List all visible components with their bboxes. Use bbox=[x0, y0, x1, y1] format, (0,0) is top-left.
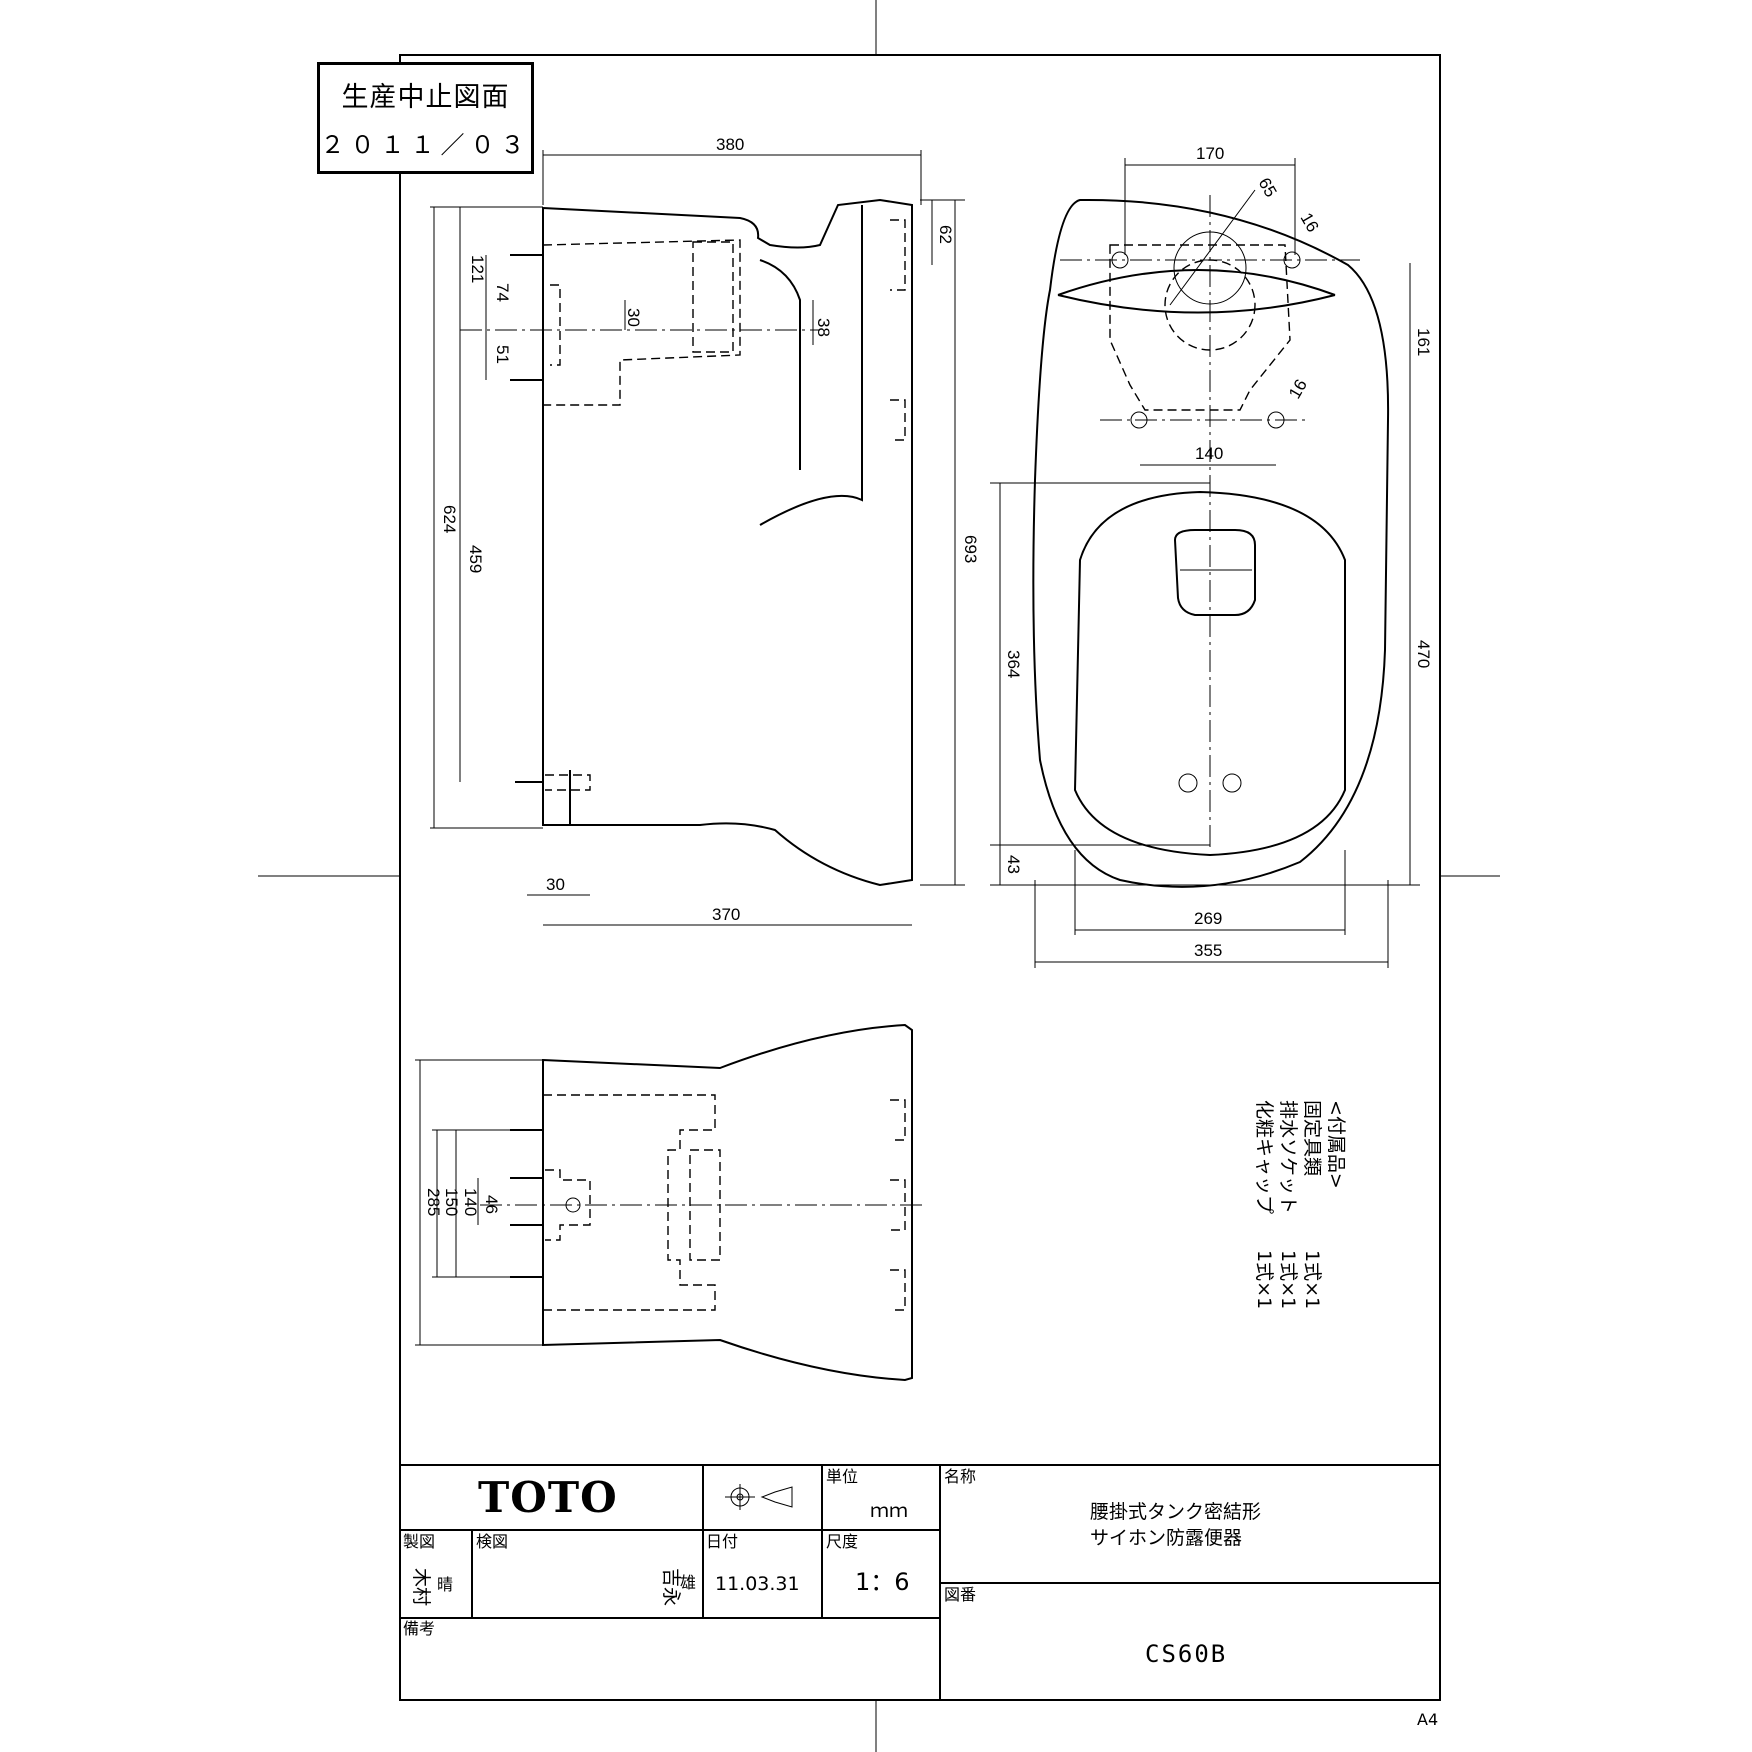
dim-364: 364 bbox=[1004, 650, 1023, 678]
accessory-2-name: 排水ソケット bbox=[1277, 1100, 1299, 1214]
dim-46: 46 bbox=[482, 1195, 501, 1214]
dim-65: 65 bbox=[1255, 175, 1281, 201]
dim-370: 370 bbox=[712, 905, 740, 924]
dim-62: 62 bbox=[936, 225, 955, 244]
discontinued-stamp: 生産中止図面 ２０１１／０３ bbox=[317, 62, 534, 174]
drawn-value: 木村 bbox=[410, 1568, 432, 1606]
name-line-2: サイホン防露便器 bbox=[1090, 1527, 1242, 1549]
date-label: 日付 bbox=[706, 1532, 738, 1551]
side-dimension-labels: 380 62 121 74 30 38 51 624 459 693 30 37… bbox=[440, 135, 980, 924]
dim-38: 38 bbox=[814, 318, 833, 337]
dim-74: 74 bbox=[493, 283, 512, 302]
projection-symbol bbox=[725, 1484, 793, 1510]
dim-693: 693 bbox=[961, 535, 980, 563]
name-label: 名称 bbox=[944, 1467, 976, 1486]
brand-logo: TOTO bbox=[478, 1473, 618, 1522]
accessory-3-qty: 1式×1 bbox=[1253, 1250, 1275, 1309]
remarks-label: 備考 bbox=[403, 1619, 435, 1638]
scale-label: 尺度 bbox=[826, 1532, 858, 1551]
crop-marks bbox=[258, 0, 1500, 1752]
dim-140-bottom: 140 bbox=[461, 1188, 480, 1216]
dim-140: 140 bbox=[1195, 444, 1223, 463]
top-dimension-labels: 170 65 16 161 16 140 364 470 43 269 355 bbox=[1004, 144, 1433, 960]
dim-624: 624 bbox=[440, 505, 459, 533]
stamp-date: ２０１１／０３ bbox=[320, 131, 531, 159]
accessory-2-qty: 1式×1 bbox=[1277, 1250, 1299, 1309]
accessory-3-name: 化粧キャップ bbox=[1253, 1100, 1275, 1214]
side-view bbox=[460, 198, 913, 887]
scale-value: 1：6 bbox=[855, 1568, 910, 1596]
dim-380: 380 bbox=[716, 135, 744, 154]
dim-51: 51 bbox=[493, 345, 512, 364]
dim-459: 459 bbox=[466, 545, 485, 573]
accessories-list: <付属品> 固定具類 1式×1 排水ソケット 1式×1 化粧キャップ 1式×1 bbox=[1253, 1100, 1347, 1309]
dim-161: 161 bbox=[1414, 328, 1433, 356]
dim-470: 470 bbox=[1414, 640, 1433, 668]
drawn-stamp: 晴 bbox=[437, 1575, 453, 1594]
drawing-number-label: 図番 bbox=[944, 1585, 976, 1604]
check-stamp: 雄 bbox=[680, 1573, 696, 1592]
dim-285: 285 bbox=[424, 1188, 443, 1216]
name-line-1: 腰掛式タンク密結形 bbox=[1090, 1501, 1261, 1523]
drawn-label: 製図 bbox=[403, 1532, 435, 1551]
stamp-title: 生産中止図面 bbox=[341, 82, 510, 113]
drawing-frame bbox=[399, 54, 1441, 1701]
side-dimensions bbox=[430, 150, 965, 926]
bottom-dimension-labels: 46 140 150 285 bbox=[424, 1188, 501, 1216]
drawing-number-value: CS60B bbox=[1145, 1640, 1227, 1668]
dim-43: 43 bbox=[1004, 855, 1023, 874]
accessories-heading: <付属品> bbox=[1325, 1100, 1347, 1189]
top-view bbox=[1032, 195, 1390, 888]
dim-170: 170 bbox=[1196, 144, 1224, 163]
dim-269: 269 bbox=[1194, 909, 1222, 928]
dim-30-bottom: 30 bbox=[546, 875, 565, 894]
dim-355: 355 bbox=[1194, 941, 1222, 960]
title-block: TOTO 単位 ｍｍ 名称 腰掛式タンク密結形 サイホン防露便器 製図 木村 晴… bbox=[400, 1464, 1440, 1700]
accessory-1-name: 固定具類 bbox=[1301, 1100, 1323, 1176]
top-dimensions bbox=[990, 158, 1420, 968]
paper-size: A4 bbox=[1417, 1710, 1438, 1729]
dim-16-lower: 16 bbox=[1285, 376, 1311, 402]
dim-150: 150 bbox=[442, 1188, 461, 1216]
date-value: 11.03.31 bbox=[715, 1573, 800, 1595]
unit-value: ｍｍ bbox=[870, 1500, 908, 1522]
dim-121: 121 bbox=[468, 255, 487, 283]
dim-30: 30 bbox=[624, 308, 643, 327]
check-value: 吉永 bbox=[660, 1568, 682, 1606]
accessory-1-qty: 1式×1 bbox=[1301, 1250, 1323, 1309]
bottom-view bbox=[480, 1023, 925, 1382]
bottom-dimensions bbox=[415, 1059, 543, 1346]
dim-16-upper: 16 bbox=[1297, 210, 1323, 236]
unit-label: 単位 bbox=[826, 1467, 858, 1486]
check-label: 検図 bbox=[476, 1532, 508, 1551]
